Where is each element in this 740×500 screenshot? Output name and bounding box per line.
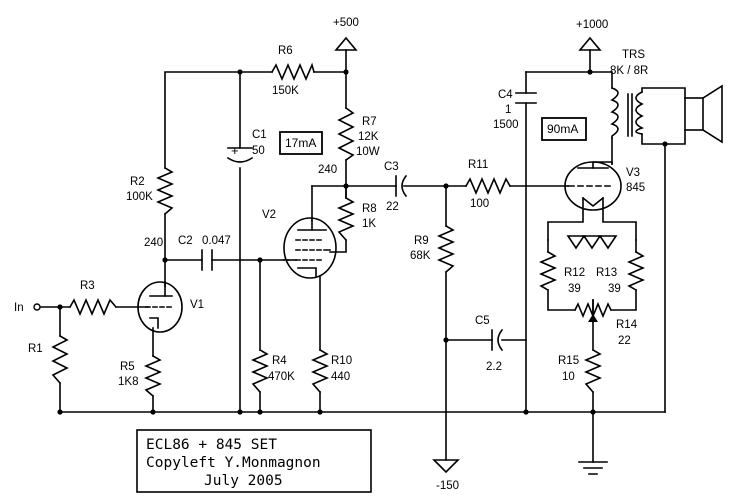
- rail-b1000-symbol: [578, 36, 602, 51]
- label-c5: C5: [475, 315, 490, 327]
- current-label-v2: 17mA: [285, 136, 316, 150]
- label-r3: R3: [80, 280, 95, 292]
- resistor-bodies: [51, 62, 646, 398]
- label-r13: R13: [596, 267, 617, 279]
- tube-v1: [137, 281, 183, 333]
- value-r8: 1K: [362, 218, 376, 230]
- label-v3: V3: [626, 167, 640, 179]
- label-r10: R10: [331, 355, 352, 367]
- resistor-r1: [51, 334, 69, 385]
- title-line-2: Copyleft Y.Monmagnon: [146, 455, 321, 471]
- rating-r7: 10W: [356, 146, 380, 158]
- svg-text:+: +: [231, 143, 239, 158]
- label-r11: R11: [468, 159, 488, 171]
- resistor-r2: [155, 166, 175, 216]
- value-c2: 0.047: [202, 235, 231, 247]
- resistor-r6: [270, 62, 315, 82]
- ground-symbol: [578, 461, 608, 475]
- resistor-r3: [68, 297, 118, 317]
- value-r10: 440: [331, 371, 350, 383]
- wires: [39, 49, 686, 463]
- label-r8: R8: [362, 203, 377, 215]
- resistor-r5: [143, 354, 163, 398]
- output-transformer: [610, 86, 645, 139]
- r14-wiper-arrow: [588, 314, 598, 322]
- value-c5: 2.2: [486, 361, 502, 373]
- rail-neg150-symbol: [432, 459, 460, 474]
- title-line-3: July 2005: [204, 473, 283, 489]
- value-r12: 39: [568, 283, 581, 295]
- value-r4: 470K: [268, 371, 295, 383]
- junction-dots: [57, 69, 668, 415]
- speaker-icon: [684, 84, 723, 144]
- resistor-r15: [583, 348, 603, 394]
- label-r14: R14: [616, 319, 638, 331]
- current-label-v3: 90mA: [547, 122, 578, 136]
- label-c3: C3: [384, 161, 399, 173]
- rail-b500-label: +500: [333, 17, 359, 29]
- label-r4: R4: [272, 355, 287, 367]
- input-terminal[interactable]: [33, 303, 41, 311]
- rating-c4: 1500: [493, 119, 519, 131]
- label-trs: TRS: [622, 49, 645, 61]
- value-r5: 1K8: [118, 376, 138, 388]
- value-r9: 68K: [410, 250, 431, 262]
- label-r9: R9: [414, 235, 429, 247]
- label-c2: C2: [178, 235, 193, 247]
- current-box-v3: [541, 117, 587, 141]
- label-r5: R5: [120, 361, 135, 373]
- current-box-v2: [279, 131, 323, 155]
- label-v2: V2: [262, 209, 276, 221]
- value-c4: 1: [505, 104, 511, 116]
- label-r2: R2: [130, 176, 145, 188]
- capacitor-c1: [226, 147, 254, 163]
- title-block: [136, 429, 372, 493]
- value-r6: 150K: [272, 85, 299, 97]
- resistor-r8: [336, 196, 356, 242]
- capacitor-plates: [201, 92, 537, 352]
- resistor-r12: [538, 250, 558, 292]
- resistor-r4: [250, 348, 270, 394]
- label-c1: C1: [252, 129, 267, 141]
- value-r14: 22: [618, 335, 631, 347]
- resistor-r11: [464, 176, 512, 196]
- node-voltage-v1-plate: 240: [144, 237, 163, 249]
- resistor-r10: [310, 348, 330, 394]
- title-line-1: ECL86 + 845 SET: [146, 437, 277, 453]
- value-c1: 50: [252, 145, 265, 157]
- label-r15: R15: [558, 355, 579, 367]
- label-r12: R12: [564, 267, 585, 279]
- value-r2: 100K: [126, 191, 153, 203]
- tube-v3: [564, 161, 622, 211]
- capacitor-c2: [201, 249, 213, 271]
- label-r7: R7: [362, 116, 377, 128]
- value-c3: 22: [386, 201, 399, 213]
- value-r7: 12K: [358, 131, 379, 143]
- ground-triangles: [566, 235, 618, 250]
- capacitor-c5: [491, 328, 504, 352]
- value-r13: 39: [608, 283, 621, 295]
- resistor-r7: [337, 106, 355, 162]
- label-r1: R1: [28, 343, 43, 355]
- value-v3: 845: [626, 182, 645, 194]
- rail-neg150-label: -150: [436, 480, 459, 492]
- label-v1: V1: [190, 299, 204, 311]
- label-c4: C4: [498, 89, 513, 101]
- value-r15: 10: [562, 371, 575, 383]
- label-r6: R6: [278, 45, 293, 57]
- rail-b1000-label: +1000: [576, 19, 608, 31]
- value-trs: 8K / 8R: [610, 65, 648, 77]
- resistor-r9: [436, 224, 456, 274]
- node-voltage-v2-plate: 240: [318, 164, 337, 176]
- capacitor-c3: [395, 174, 408, 198]
- capacitor-c4: [515, 92, 537, 104]
- value-r11: 100: [470, 198, 489, 210]
- tube-v2: [283, 217, 337, 279]
- input-label: In: [14, 302, 24, 314]
- rail-b500-symbol: [334, 36, 358, 51]
- resistor-r13: [626, 250, 646, 292]
